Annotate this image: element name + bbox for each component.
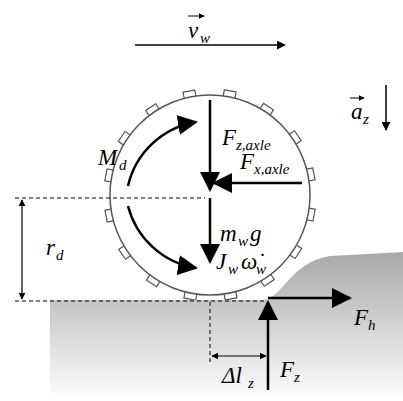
force-subscript: h — [368, 318, 376, 333]
torque-symbol: M — [98, 146, 117, 169]
vector-accent — [350, 98, 364, 99]
axle-vertical-force — [209, 100, 212, 190]
force-symbol: F — [240, 150, 254, 173]
mass-symbol: m — [220, 222, 237, 245]
offset-symbol: Δl — [222, 364, 242, 387]
velocity-subscript: w — [200, 31, 210, 46]
weight-force — [209, 198, 212, 262]
dimension-guide — [210, 302, 211, 362]
acceleration-subscript: z — [363, 112, 369, 127]
angular-accel-symbol: ω̇ — [241, 250, 257, 273]
mass-subscript: w — [238, 234, 248, 249]
radius-symbol: r — [46, 236, 55, 259]
force-subscript: z — [294, 370, 300, 385]
radius-dimension — [21, 200, 22, 299]
vector-accent — [188, 16, 204, 17]
soil-ground — [50, 252, 403, 401]
radius-subscript: d — [56, 248, 64, 263]
horizontal-force — [268, 297, 350, 300]
inertia-subscript: w — [228, 262, 238, 277]
axle-horizontal-force — [214, 182, 302, 185]
angular-accel-subscript: w — [256, 262, 266, 277]
wheel-lugs — [105, 90, 315, 300]
velocity-symbol: v — [188, 19, 198, 42]
normal-force — [267, 302, 270, 390]
dimension-guide — [15, 198, 205, 199]
force-symbol: F — [354, 306, 368, 329]
acceleration-symbol: a — [351, 100, 363, 123]
offset-dimension — [212, 355, 266, 356]
acceleration-arrow — [385, 85, 387, 130]
drive-torque-arc — [128, 122, 196, 186]
inertia-symbol: J — [216, 250, 226, 273]
force-subscript: x,axle — [254, 162, 289, 177]
force-symbol: F — [280, 358, 294, 381]
force-symbol: F — [222, 126, 236, 149]
dimension-guide — [15, 301, 265, 302]
offset-subscript: z — [248, 376, 254, 391]
buried-tread — [107, 92, 313, 298]
wheel-rim — [110, 95, 310, 295]
torque-subscript: d — [119, 158, 127, 173]
gravity-symbol: g — [250, 222, 262, 245]
inertia-torque-arc — [128, 206, 196, 268]
